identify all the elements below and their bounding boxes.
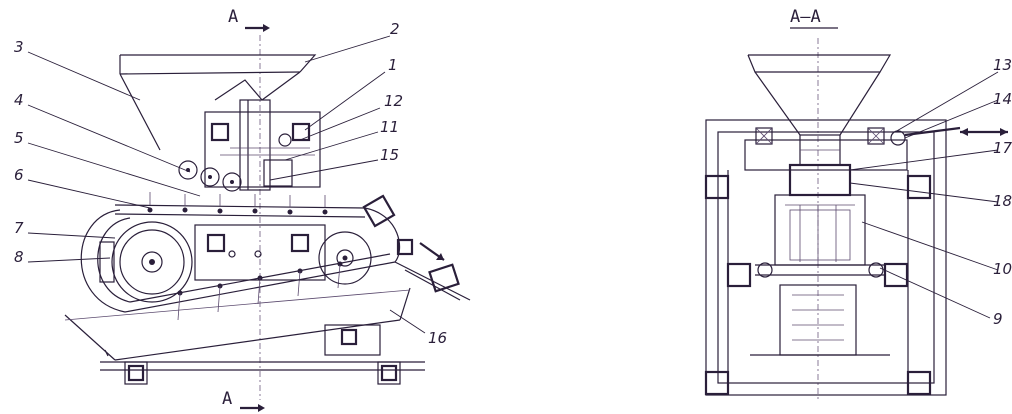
label-6: 6 [14,166,24,184]
section-view: A–A [704,7,1012,400]
side-view: A A [14,7,471,412]
label-1: 1 [388,56,398,74]
label-10: 10 [993,260,1012,278]
label-3: 3 [14,38,24,56]
section-hopper [747,54,892,166]
label-16: 16 [428,329,447,347]
section-chamber [774,163,866,266]
trough [64,287,411,361]
leaders-right [849,71,999,319]
label-13: 13 [993,56,1012,74]
discharge-chute [394,238,471,301]
idler-sprocket [318,194,396,285]
label-11: 11 [380,118,399,136]
section-frame [704,119,947,396]
feed-rollers [178,160,242,192]
crusher-housing [204,111,321,188]
hopper [119,54,317,191]
label-7: 7 [14,219,24,237]
section-shaft [755,126,1008,146]
frame-middle [194,224,326,281]
label-5: 5 [14,129,24,147]
section-title: A–A [790,7,821,27]
drive-sprocket [99,221,193,303]
label-8: 8 [14,248,24,266]
base [100,324,425,385]
label-2: 2 [390,20,400,38]
label-17: 17 [993,139,1012,157]
leaders-left [27,35,426,334]
label-14: 14 [993,90,1012,108]
label-15: 15 [380,146,399,164]
label-9: 9 [993,310,1003,328]
label-12: 12 [384,92,403,110]
section-mark-top: A [228,7,238,27]
section-mark-bottom: A [222,389,232,409]
conveyor-upper [114,192,366,218]
section-lower [750,262,890,356]
label-4: 4 [14,91,24,109]
label-18: 18 [993,192,1012,210]
